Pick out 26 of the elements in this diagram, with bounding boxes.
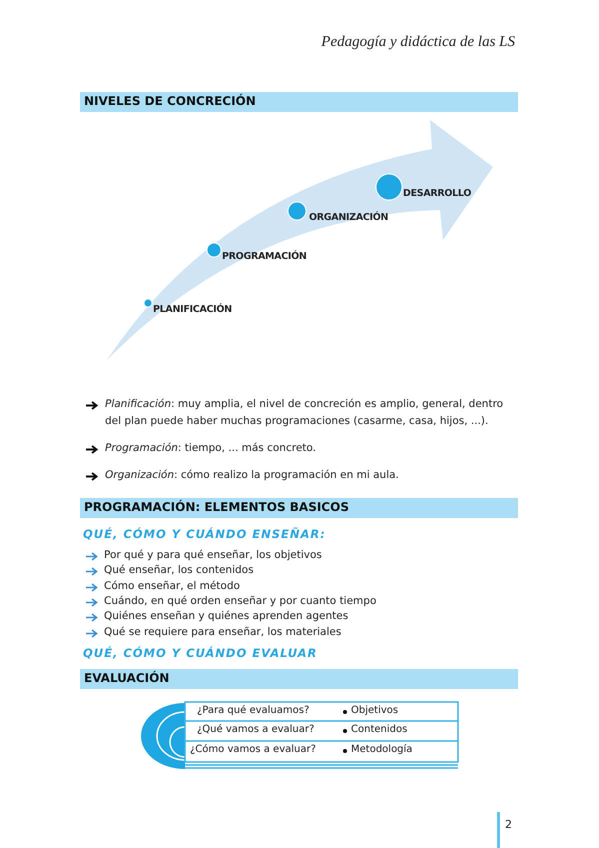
stage-label: PROGRAMACIÓN: [222, 251, 307, 262]
answer-text: Metodología: [351, 744, 412, 755]
subheading: QUÉ, CÓMO Y CUÁNDO ENSEÑAR:: [83, 527, 326, 541]
stage-label: DESARROLLO: [403, 188, 472, 199]
section-heading: PROGRAMACIÓN: ELEMENTOS BASICOS: [84, 500, 349, 514]
answer-text: Contenidos: [351, 724, 408, 735]
list-item: Cuándo, en qué orden enseñar y por cuanto tiempo: [104, 594, 376, 607]
definition-paragraph: Programación: tiempo, ... más concreto.: [105, 441, 317, 456]
answer-text: Objetivos: [351, 705, 398, 716]
list-item: Por qué y para qué enseñar, los objetivos: [104, 549, 322, 561]
stage-label: ORGANIZACIÓN: [309, 212, 388, 223]
list-item: Qué enseñar, los contenidos: [104, 564, 254, 576]
subheading: QUÉ, CÓMO Y CUÁNDO EVALUAR: [83, 646, 318, 660]
list-item: Cómo enseñar, el método: [104, 580, 240, 592]
question-text: ¿Cómo vamos a evaluar?: [190, 744, 316, 755]
list-item: Qué se requiere para enseñar, los materiales: [104, 626, 342, 638]
question-text: ¿Para qué evaluamos?: [197, 705, 310, 716]
section-heading: NIVELES DE CONCRECIÓN: [84, 94, 256, 108]
list-item: Quiénes enseñan y quiénes aprenden agentes: [104, 610, 348, 622]
page-header: Pedagogía y didáctica de las LS: [321, 34, 515, 51]
section-heading: EVALUACIÓN: [84, 671, 170, 685]
definition-paragraph: Organización: cómo realizo la programación en mi aula.: [105, 468, 400, 483]
question-text: ¿Qué vamos a evaluar?: [197, 724, 314, 735]
definition-paragraph: Planificación: muy amplia, el nivel de concreción es amplio, general, dentro del plan puede haber muchas programaciones (casarme, casa, hijos, ...).: [105, 397, 504, 429]
page-number: 2: [505, 818, 512, 831]
stage-label: PLANIFICACIÓN: [153, 304, 232, 315]
